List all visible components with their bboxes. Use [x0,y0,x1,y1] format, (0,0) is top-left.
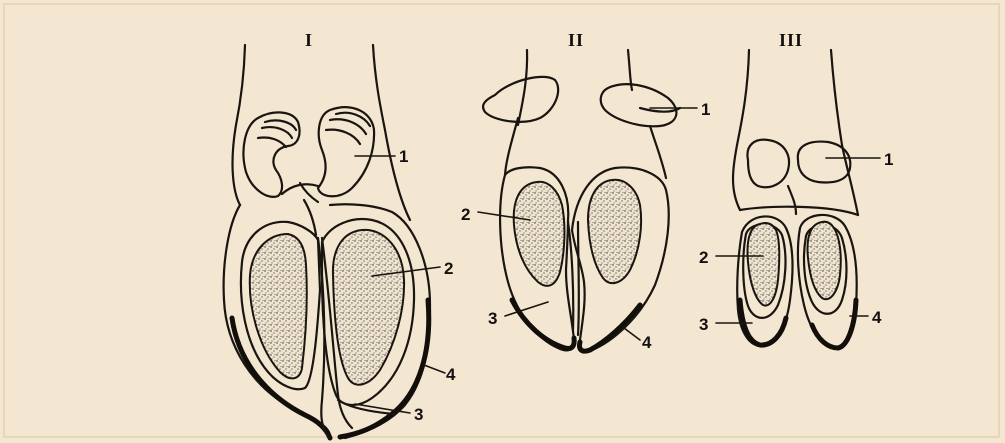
figure-one-label-1: 1 [399,147,408,166]
figure-three-label-2: 2 [699,248,708,267]
figure-one-label-2: 2 [444,259,453,278]
figure-one-label-3: 3 [414,405,423,424]
figure-one-label-4: 4 [446,365,456,384]
figure-three-label-3: 3 [699,315,708,334]
figure-two-label-1: 1 [701,100,710,119]
figure-three-numeral: III [779,30,803,50]
figure-two-numeral: II [568,30,584,50]
figure-one-numeral: I [305,30,313,50]
figure-three-label-1: 1 [884,150,893,169]
figure-two-label-4: 4 [642,333,652,352]
figure-two-label-2: 2 [461,205,470,224]
figure-three-label-4: 4 [872,308,882,327]
figure-two-label-3: 3 [488,309,497,328]
